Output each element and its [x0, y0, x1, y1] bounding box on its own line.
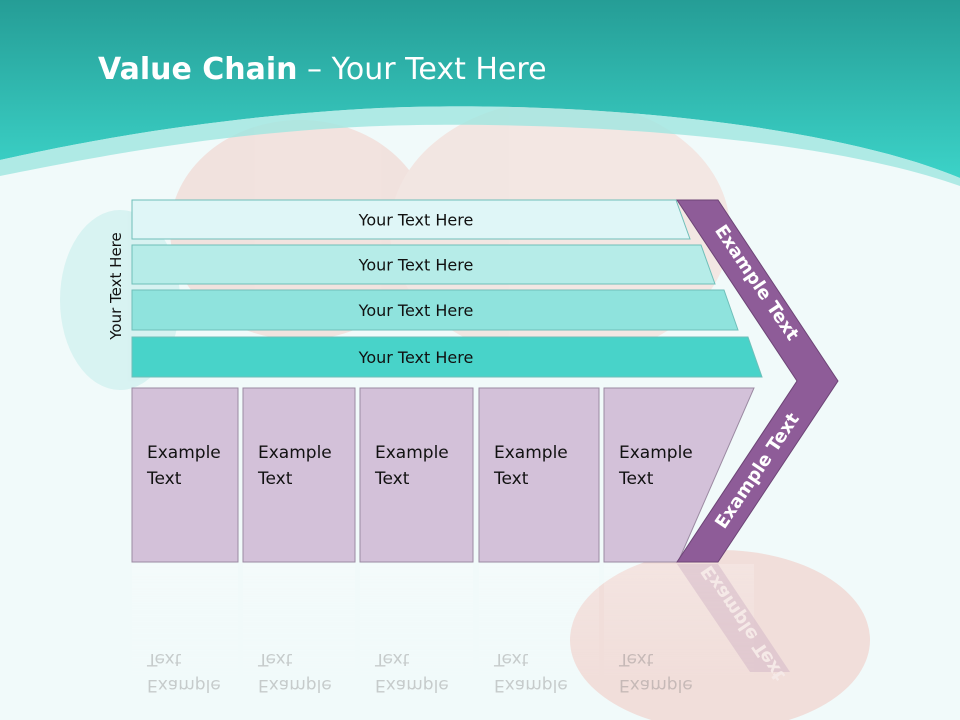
page-title: Value Chain – Your Text Here — [98, 52, 547, 87]
reflection-line2-4: Text — [493, 649, 529, 669]
box-4 — [478, 387, 600, 563]
bar-label-2: Your Text Here — [358, 256, 474, 275]
box-label-line2-3: Text — [374, 469, 410, 489]
bar-3 — [131, 289, 739, 331]
reflection-line1-1: Example — [147, 675, 221, 695]
box-label-line2-1: Text — [146, 469, 182, 489]
bar-label-3: Your Text Here — [358, 301, 474, 320]
side-label: Your Text Here — [107, 232, 125, 340]
bar-label-4: Your Text Here — [358, 348, 474, 367]
reflection-line1-2: Example — [258, 675, 332, 695]
reflection-line2-2: Text — [257, 649, 293, 669]
box-2 — [242, 387, 356, 563]
chevron-reflection — [677, 564, 790, 672]
box-reflection-4 — [479, 564, 599, 684]
reflection-line2-3: Text — [374, 649, 410, 669]
bar-1 — [131, 199, 691, 240]
title-rest: – Your Text Here — [297, 52, 547, 87]
box-label-line1-5: Example — [619, 443, 693, 463]
box-label-line1-1: Example — [147, 443, 221, 463]
box-label-line1-3: Example — [375, 443, 449, 463]
box-1 — [131, 387, 239, 563]
reflection-line1-3: Example — [375, 675, 449, 695]
box-reflection-5 — [604, 564, 754, 684]
box-reflection-2 — [243, 564, 355, 684]
header-wave — [0, 106, 960, 186]
reflection-line2-5: Text — [618, 649, 654, 669]
box-3 — [359, 387, 474, 563]
box-reflection-1 — [132, 564, 238, 684]
bar-4 — [131, 336, 763, 378]
box-label-line2-2: Text — [257, 469, 293, 489]
box-label-line2-5: Text — [618, 469, 654, 489]
chevron-shape — [676, 199, 839, 563]
box-label-line1-4: Example — [494, 443, 568, 463]
box-label-line2-4: Text — [493, 469, 529, 489]
reflection-line1-4: Example — [494, 675, 568, 695]
header-band — [0, 0, 960, 178]
bar-label-1: Your Text Here — [358, 211, 474, 230]
reflection-line1-5: Example — [619, 675, 693, 695]
box-reflection-3 — [360, 564, 473, 684]
title-bold: Value Chain — [98, 52, 298, 87]
bar-2 — [131, 244, 716, 285]
box-label-line1-2: Example — [258, 443, 332, 463]
reflection-line2-1: Text — [146, 649, 182, 669]
